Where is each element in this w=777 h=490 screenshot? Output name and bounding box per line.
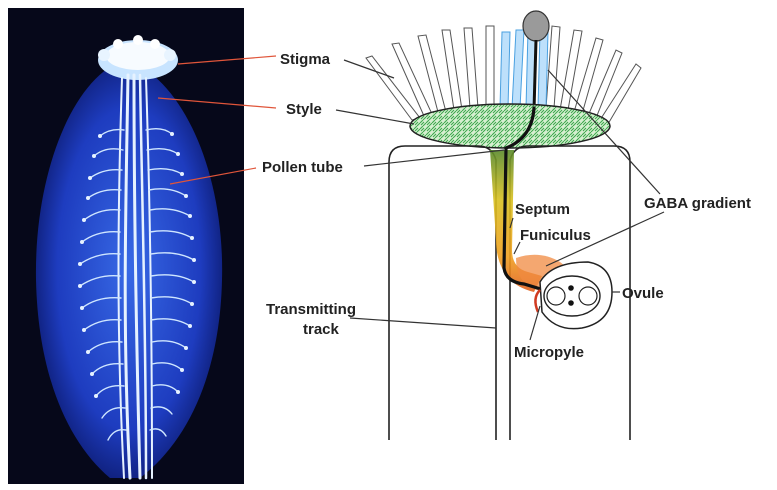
leader-style-schematic — [336, 110, 414, 124]
pollen-tube-top — [534, 40, 536, 110]
ovary-wall-left — [389, 146, 496, 440]
label-gaba-gradient: GABA gradient — [644, 195, 751, 212]
leader-transmitting-track — [350, 318, 496, 328]
synergid-cell — [547, 287, 565, 305]
pollen-grain — [523, 11, 549, 41]
leader-micropyle — [530, 306, 540, 340]
stigma-papillae-blue — [500, 30, 548, 108]
label-transmitting-track-line2: track — [303, 321, 340, 338]
egg-cell — [579, 287, 597, 305]
label-pollen-tube: Pollen tube — [262, 159, 343, 176]
label-septum: Septum — [515, 201, 570, 218]
label-stigma: Stigma — [280, 51, 331, 68]
label-ovule: Ovule — [622, 285, 664, 302]
nucleus-1 — [568, 285, 574, 291]
leader-pollen-tube-schematic — [364, 150, 504, 166]
style-body — [410, 104, 610, 148]
nucleus-2 — [568, 300, 574, 306]
pistil-schematic — [366, 11, 641, 440]
label-funiculus: Funiculus — [520, 227, 591, 244]
label-style: Style — [286, 101, 322, 118]
label-transmitting-track-line1: Transmitting — [266, 301, 356, 318]
label-micropyle: Micropyle — [514, 344, 584, 361]
micrograph-photo — [8, 8, 244, 484]
